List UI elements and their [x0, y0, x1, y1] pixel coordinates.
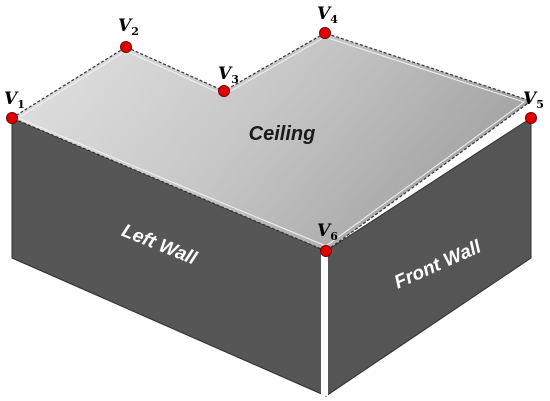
- vertex-v1-label: V1: [4, 89, 25, 111]
- vertex-v3-label: V3: [218, 64, 239, 86]
- ceiling-face: [10, 32, 533, 252]
- vertex-v5-label: V5: [523, 89, 544, 111]
- vertex-v2-label: V2: [118, 16, 139, 38]
- vertex-v6-label: V6: [317, 221, 338, 243]
- vertex-v5-marker: [525, 112, 537, 124]
- vertex-v3-marker: [218, 85, 230, 97]
- vertex-v6-marker: [320, 245, 332, 257]
- corner-separator: [321, 252, 328, 396]
- vertex-v4-label: V4: [317, 4, 338, 26]
- ceiling-label: Ceiling: [249, 123, 316, 145]
- vertex-v2-marker: [120, 41, 132, 53]
- vertex-v1-marker: [6, 112, 18, 124]
- vertex-v4-marker: [319, 27, 331, 39]
